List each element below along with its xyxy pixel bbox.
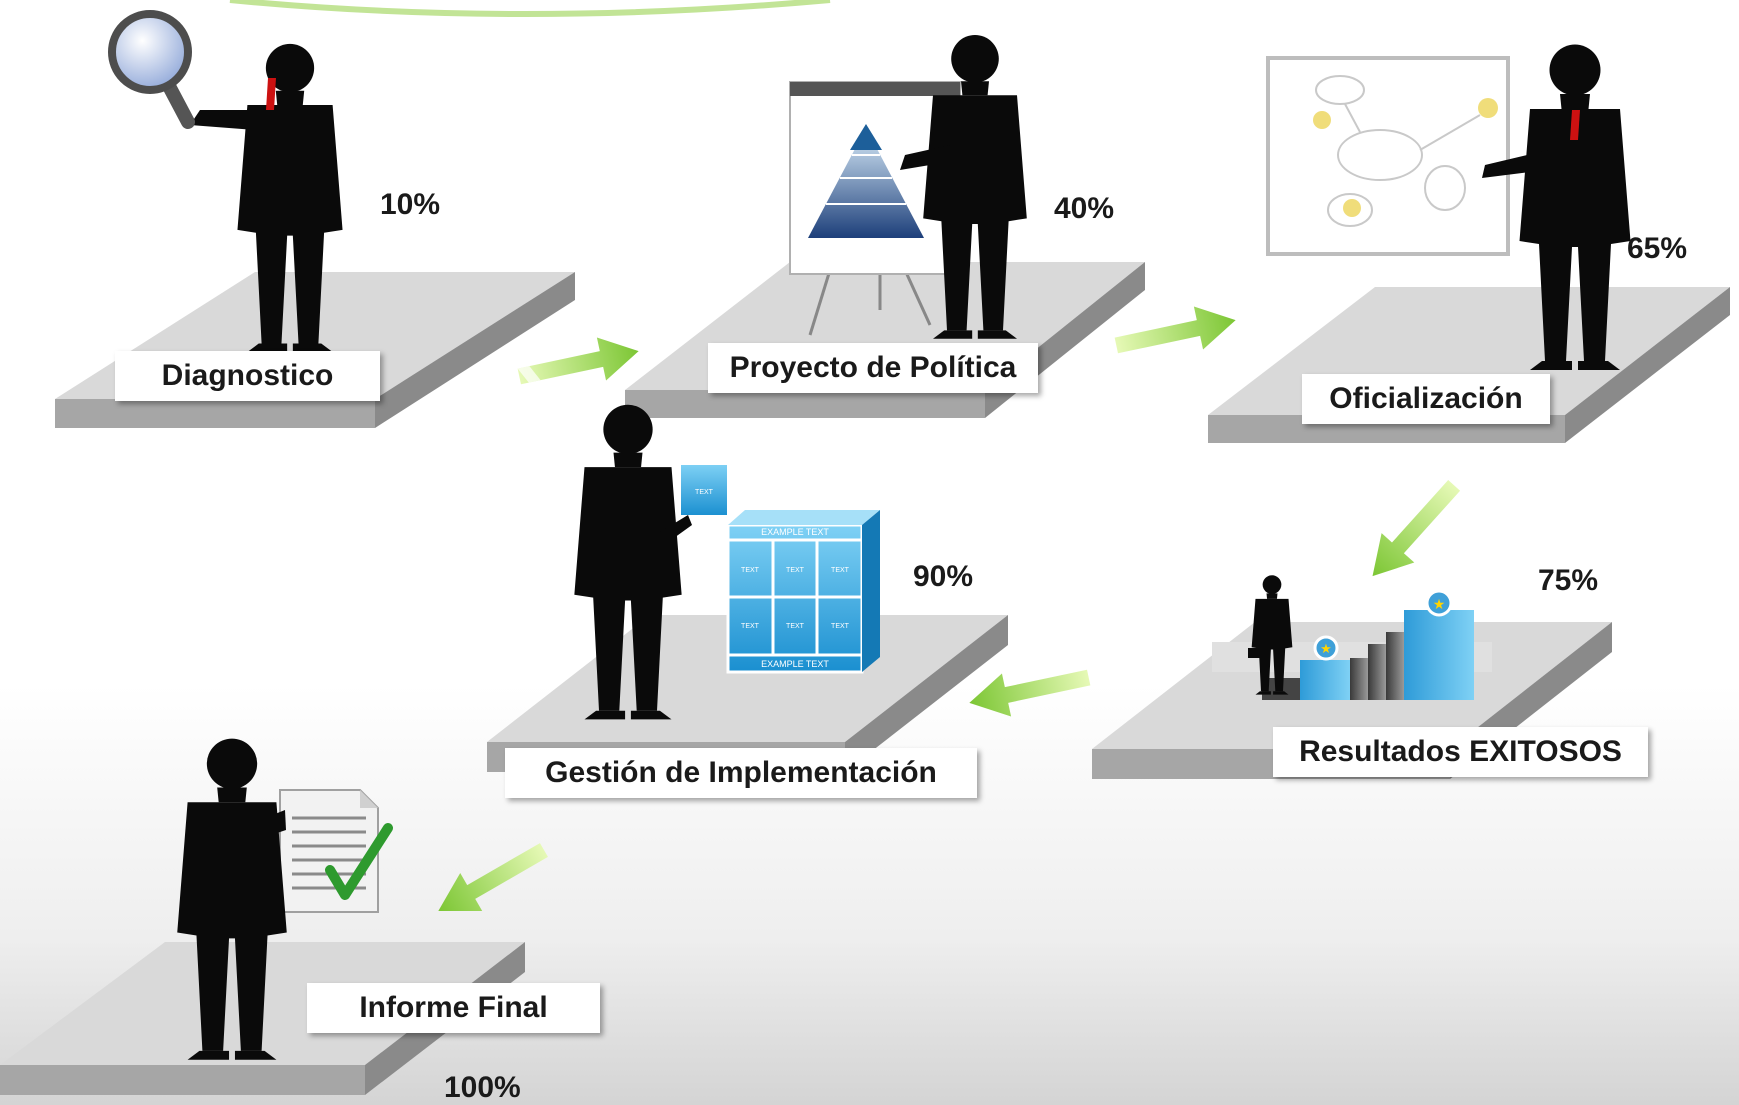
step-label-gestion-de-implementacion: Gestión de Implementación (505, 748, 977, 798)
step-label-proyecto-de-politica: Proyecto de Política (708, 343, 1038, 393)
floating-cube-text: TEXT (695, 489, 714, 496)
step-label-diagnostico: Diagnostico (115, 351, 380, 401)
cube-cell-text: TEXT (831, 567, 850, 574)
bar-steps-icon: ★ ★ (1212, 575, 1492, 700)
businessman-silhouette (1482, 44, 1631, 370)
businessman-silhouette (900, 35, 1027, 339)
top-green-arc (229, 0, 831, 17)
cube-text-top: EXAMPLE TEXT (761, 527, 829, 537)
star-icon: ★ (1433, 597, 1446, 613)
cube-cell-text: TEXT (786, 623, 805, 630)
cube-block-diagram-icon: EXAMPLE TEXT EXAMPLE TEXT TEXT TEXT TEXT… (679, 463, 880, 674)
businessman-silhouette (190, 43, 343, 353)
cube-cell-text: TEXT (786, 567, 805, 574)
arrow-icon (517, 337, 639, 385)
cube-text-bottom: EXAMPLE TEXT (761, 659, 829, 669)
checked-document-icon (279, 789, 393, 913)
mindmap-board-icon (1266, 56, 1510, 256)
step-label-resultados-exitosos: Resultados EXITOSOS (1273, 727, 1648, 777)
percent-oficializacion: 65% (1627, 232, 1688, 265)
percent-gestion-de-implementacion: 90% (913, 560, 974, 593)
pyramid-chart-icon (808, 124, 924, 238)
arrow-icon (438, 843, 548, 912)
percent-resultados-exitosos: 75% (1538, 564, 1599, 597)
cube-cell-text: TEXT (741, 567, 760, 574)
arrow-icon (969, 669, 1091, 717)
star-icon: ★ (1320, 642, 1332, 657)
platform-proyecto (625, 262, 1145, 418)
percent-diagnostico: 10% (380, 188, 441, 221)
step-label-informe-final: Informe Final (307, 983, 600, 1033)
percent-informe-final: 100% (444, 1071, 521, 1104)
businessman-silhouette (574, 404, 692, 720)
arrow-icon (1114, 306, 1236, 354)
cube-cell-text: TEXT (741, 623, 760, 630)
magnifier-icon (108, 10, 195, 129)
cube-cell-text: TEXT (831, 623, 850, 630)
arrow-icon (1372, 480, 1461, 577)
step-label-oficializacion: Oficialización (1302, 374, 1550, 424)
percent-proyecto-de-politica: 40% (1054, 192, 1115, 225)
businessman-silhouette (177, 738, 287, 1060)
